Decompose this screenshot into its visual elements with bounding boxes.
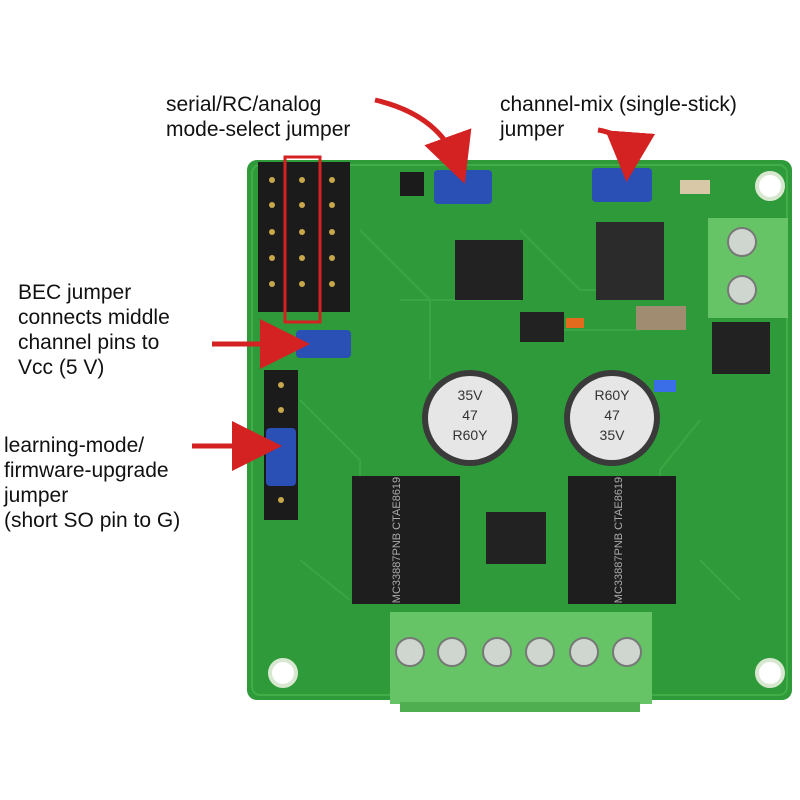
bec-label: BEC jumper connects middle channel pins … (18, 281, 170, 379)
motor-terminal-block (390, 612, 652, 712)
arrow-channel-mix (597, 127, 656, 182)
channel-mix-jumper (592, 168, 652, 202)
learning-mode-header (264, 370, 298, 520)
capacitor-left: 35V 47 R60Y (422, 370, 518, 466)
mode-select-label: serial/RC/analog mode-select jumper (166, 93, 351, 141)
capacitor-left-code: R60Y (452, 427, 488, 443)
learning-mode-jumper (266, 428, 296, 486)
mounting-holes (268, 171, 785, 688)
motor-driver-left-marking: MC33887PNB CTAE8619 (391, 477, 403, 603)
bec-jumper (296, 330, 351, 358)
learning-mode-label: learning-mode/ firmware-upgrade jumper (… (4, 434, 181, 532)
center-ic (486, 512, 546, 564)
channel-header-pins (258, 155, 350, 324)
capacitor-right-value: 47 (604, 407, 620, 423)
annotation-arrows (192, 97, 656, 471)
voltage-regulator (596, 222, 664, 300)
capacitor-left-value: 47 (462, 407, 478, 423)
microcontroller-chip (455, 240, 523, 300)
channel-mix-label: channel-mix (single-stick) jumper (500, 93, 737, 141)
mode-select-jumper (434, 170, 492, 204)
capacitor-right-code: R60Y (594, 387, 630, 403)
capacitor-right-voltage: 35V (600, 427, 626, 443)
capacitor-right: R60Y 47 35V (564, 370, 660, 466)
motor-driver-right: MC33887PNB CTAE8619 (568, 476, 676, 604)
motor-driver-left: MC33887PNB CTAE8619 (352, 476, 460, 604)
power-terminal-block (708, 218, 788, 318)
capacitor-left-voltage: 35V (458, 387, 484, 403)
motor-driver-right-marking: MC33887PNB CTAE8619 (613, 477, 625, 603)
arrow-mode-select (374, 97, 472, 184)
